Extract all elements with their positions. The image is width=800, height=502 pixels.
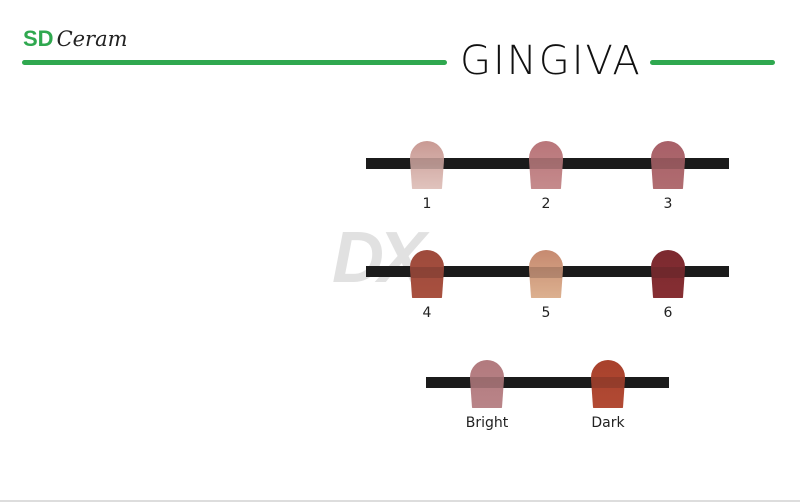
shade-bar-row-3 (426, 377, 669, 388)
sd-ceram-logo: SD Ceram (23, 26, 128, 52)
shade-label: 6 (663, 305, 673, 321)
logo-sd: SD (23, 26, 54, 51)
shade-tab (470, 360, 504, 408)
shade-label: Bright (465, 415, 509, 431)
header-divider-right (650, 60, 775, 65)
shade-label: 1 (422, 196, 432, 212)
shade-tab (651, 141, 685, 189)
page-title: GINGIVA (460, 38, 642, 84)
header-divider-left (22, 60, 447, 65)
shade-label: 3 (663, 196, 673, 212)
shade-label: Dark (591, 415, 625, 431)
shade-tab (529, 250, 563, 298)
shade-tab (529, 141, 563, 189)
shade-label: 4 (422, 305, 432, 321)
shade-tab (651, 250, 685, 298)
logo-ceram: Ceram (56, 27, 128, 51)
shade-tab (591, 360, 625, 408)
shade-tab (410, 250, 444, 298)
shade-label: 2 (541, 196, 551, 212)
dx-watermark: DX (332, 218, 426, 298)
bottom-border (0, 500, 800, 502)
shade-label: 5 (541, 305, 551, 321)
shade-tab (410, 141, 444, 189)
